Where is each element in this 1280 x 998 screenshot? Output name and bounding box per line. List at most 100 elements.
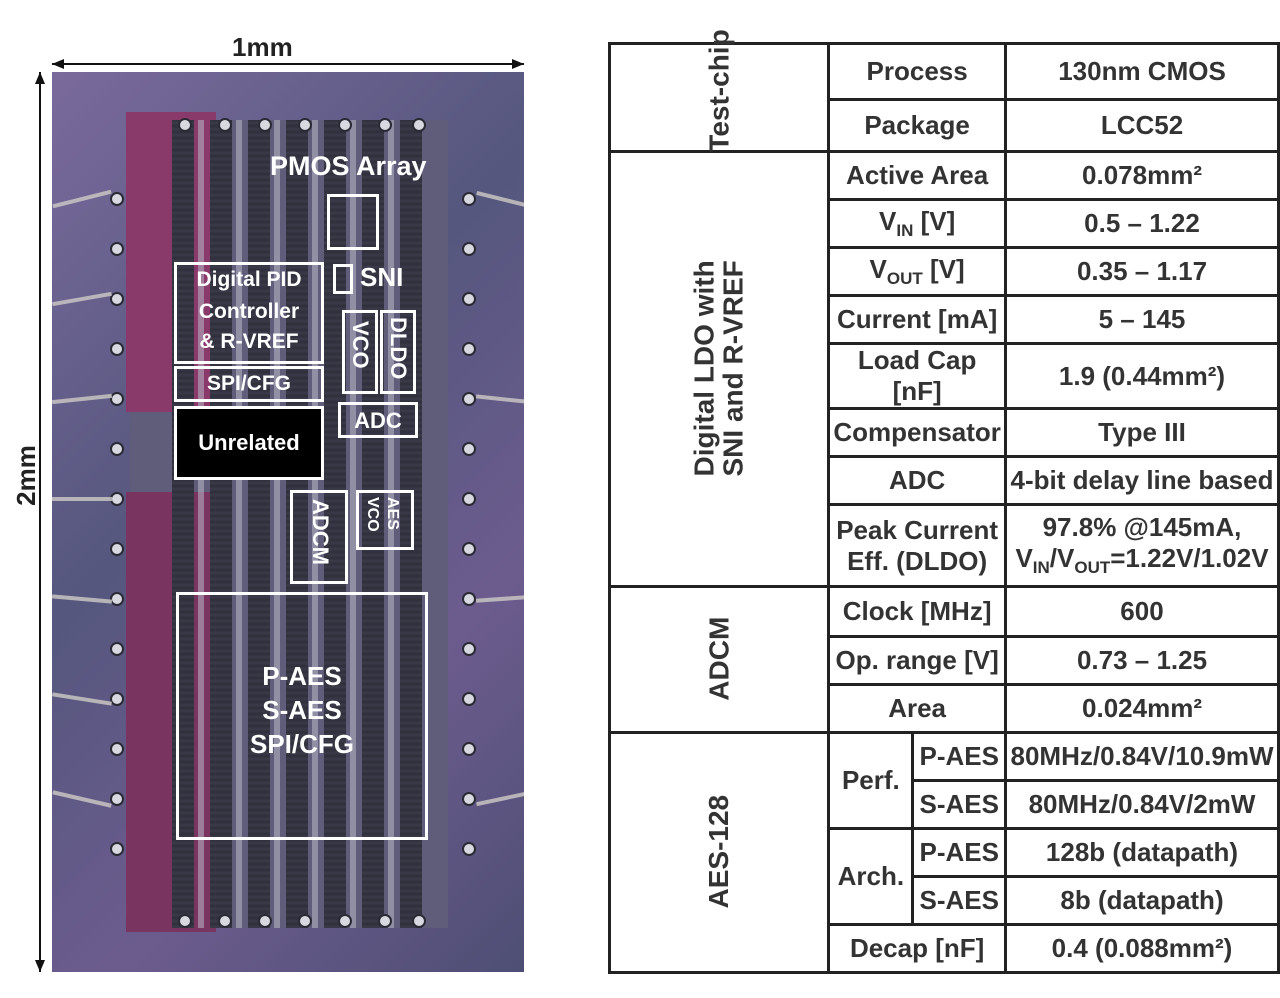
pid-controller-block: Digital PID Controller & R-VREF <box>174 262 324 364</box>
param-cell: VIN [V] <box>827 198 1007 249</box>
peak-eff-tail: =1.22V/1.02V <box>1110 543 1269 574</box>
pmos-array-label: PMOS Array <box>270 151 427 181</box>
param-cell: Package <box>827 98 1007 153</box>
bond-pad <box>338 914 352 928</box>
param-cell: VOUT [V] <box>827 246 1007 297</box>
bond-wire <box>52 692 112 706</box>
bond-pad <box>462 792 476 806</box>
peak-eff-out-sub: OUT <box>1074 558 1111 578</box>
metal-rail <box>312 120 318 928</box>
bond-pad <box>462 642 476 656</box>
bond-pad <box>110 442 124 456</box>
bond-wire <box>52 291 112 307</box>
value-cell: LCC52 <box>1004 98 1280 153</box>
param-cell: Process <box>827 42 1007 101</box>
bond-wire <box>475 595 524 603</box>
group-ldo-label-2: SNI and R-VREF <box>718 260 750 477</box>
bond-pad <box>110 742 124 756</box>
pid-controller-label-1: Digital PID <box>196 268 302 291</box>
bond-pad <box>462 192 476 206</box>
supply-stripe <box>286 120 308 928</box>
bond-pad <box>378 914 392 928</box>
param-cell: Load Cap [nF] <box>827 342 1007 410</box>
group-ldo-label-1: Digital LDO with <box>688 260 720 477</box>
s-aes-label: S-AES <box>262 695 342 725</box>
group-testchip-label: Test-chip <box>703 29 735 152</box>
table-row: Compensator Type III <box>610 407 1280 458</box>
bond-pad <box>110 542 124 556</box>
param-cell: P-AES <box>911 827 1007 878</box>
bond-pad <box>462 492 476 506</box>
bond-wire <box>52 594 113 604</box>
param-cell: S-AES <box>911 875 1007 926</box>
group-adcm-label: ADCM <box>703 616 735 701</box>
bond-pad <box>462 292 476 306</box>
table-row: Peak Current Eff. (DLDO) 97.8% @145mA, V… <box>610 503 1280 588</box>
bond-wire <box>52 189 112 209</box>
bond-pad <box>178 914 192 928</box>
die-photo-panel: 1mm 2mm <box>0 0 560 998</box>
peak-eff-in-sub: IN <box>1032 558 1050 578</box>
table-row: Load Cap [nF] 1.9 (0.44mm²) <box>610 342 1280 410</box>
vout-subscript: OUT <box>886 269 923 289</box>
aes-vco-label-1: AES <box>384 497 401 530</box>
bond-pad <box>110 192 124 206</box>
bond-pad <box>462 392 476 406</box>
metal-rail <box>350 120 356 928</box>
table-row: Package LCC52 <box>610 98 1280 153</box>
peak-eff-v: V <box>1015 543 1033 574</box>
bond-pad <box>412 914 426 928</box>
bond-pad <box>258 914 272 928</box>
peak-eff-value-2: VIN/VOUT=1.22V/1.02V <box>1007 543 1277 578</box>
vin-v: V <box>879 205 897 236</box>
bond-pad <box>462 342 476 356</box>
param-cell: Decap [nF] <box>827 923 1007 974</box>
value-cell: 0.35 – 1.17 <box>1004 246 1280 297</box>
group-testchip: Test-chip <box>607 29 831 153</box>
value-cell: 128b (datapath) <box>1004 827 1280 878</box>
dldo-block: DLDO <box>380 310 416 394</box>
bond-pad <box>110 342 124 356</box>
bond-wire <box>52 393 113 405</box>
width-dimension-label: 1mm <box>232 32 293 62</box>
value-cell: 0.078mm² <box>1004 150 1280 201</box>
param-cell: ADC <box>827 455 1007 506</box>
param-cell: P-AES <box>911 731 1007 782</box>
group-ldo: Digital LDO with SNI and R-VREF <box>607 150 831 588</box>
peak-eff-param-1: Peak Current <box>836 514 999 545</box>
unrelated-block: Unrelated <box>174 406 324 480</box>
aes-block: P-AES S-AES SPI/CFG <box>176 592 428 840</box>
spec-table: Test-chip Process 130nm CMOS Package LCC… <box>607 29 1280 974</box>
param-cell: Op. range [V] <box>827 635 1007 686</box>
value-cell: 0.024mm² <box>1004 683 1280 734</box>
bond-pad <box>462 442 476 456</box>
bond-pad <box>110 392 124 406</box>
pmos-array-block <box>327 194 379 250</box>
height-dimension-label: 2mm <box>10 445 41 506</box>
metal-rail <box>388 120 394 928</box>
metal-rail <box>198 120 204 928</box>
bond-wire <box>476 191 524 207</box>
bond-pad <box>462 742 476 756</box>
pid-controller-label-2: Controller <box>198 300 300 323</box>
sni-label: SNI <box>360 262 404 292</box>
table-row: S-AES 80MHz/0.84V/2mW <box>610 779 1280 830</box>
bond-pad <box>110 642 124 656</box>
value-cell: 4-bit delay line based <box>1004 455 1280 506</box>
table-row: Current [mA] 5 – 145 <box>610 294 1280 345</box>
adcm-block: ADCM <box>290 490 348 584</box>
table-row: Decap [nF] 0.4 (0.088mm²) <box>610 923 1280 974</box>
param-cell: Area <box>827 683 1007 734</box>
metal-rail <box>274 120 280 928</box>
arch-cell: Arch. <box>827 827 915 926</box>
vout-unit: [V] <box>922 253 965 284</box>
p-aes-label: P-AES <box>262 661 342 691</box>
table-row: Digital LDO with SNI and R-VREF Active A… <box>607 150 1280 588</box>
value-cell: 8b (datapath) <box>1004 875 1280 926</box>
die-image: PMOS Array SNI Digital PID Controller & … <box>52 72 524 972</box>
bond-wire <box>475 394 524 404</box>
bond-pad <box>462 692 476 706</box>
param-cell: Active Area <box>827 150 1007 201</box>
bond-pad <box>110 292 124 306</box>
unrelated-label: Unrelated <box>198 430 300 455</box>
